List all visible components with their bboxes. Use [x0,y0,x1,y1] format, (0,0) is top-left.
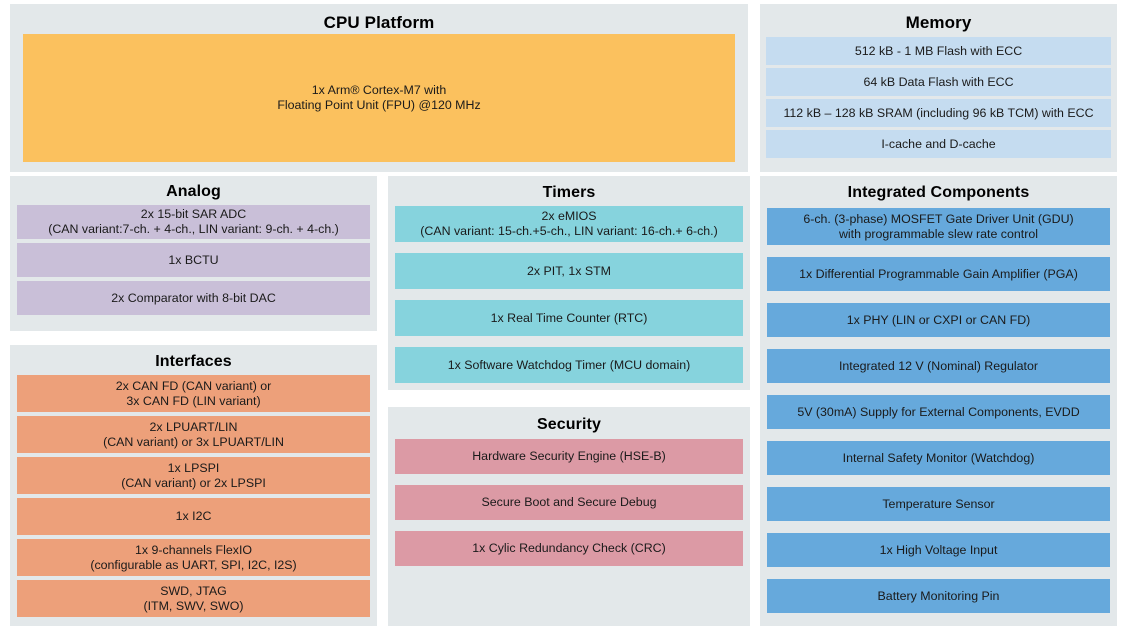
memory-row: 112 kB – 128 kB SRAM (including 96 kB TC… [766,99,1111,127]
panel-interfaces: Interfaces 2x CAN FD (CAN variant) or 3x… [10,345,377,626]
cpu-core-block: 1x Arm® Cortex-M7 with Floating Point Un… [23,34,735,162]
interfaces-row: 1x LPSPI (CAN variant) or 2x LPSPI [17,457,370,494]
timers-row: 1x Software Watchdog Timer (MCU domain) [395,347,743,383]
panel-title-cpu-platform: CPU Platform [323,13,435,32]
security-row: 1x Cylic Redundancy Check (CRC) [395,531,743,566]
analog-row: 2x 15-bit SAR ADC (CAN variant:7-ch. + 4… [17,205,370,239]
integrated-row: Battery Monitoring Pin [767,579,1110,613]
analog-row: 2x Comparator with 8-bit DAC [17,281,370,315]
security-row: Secure Boot and Secure Debug [395,485,743,520]
memory-row-list: 512 kB - 1 MB Flash with ECC 64 kB Data … [766,37,1111,161]
memory-row: I-cache and D-cache [766,130,1111,158]
memory-row: 512 kB - 1 MB Flash with ECC [766,37,1111,65]
panel-integrated-components: Integrated Components 6-ch. (3-phase) MO… [760,176,1117,626]
integrated-row: 1x Differential Programmable Gain Amplif… [767,257,1110,291]
timers-row: 1x Real Time Counter (RTC) [395,300,743,336]
panel-memory: Memory 512 kB - 1 MB Flash with ECC 64 k… [760,4,1117,172]
interfaces-row: 2x CAN FD (CAN variant) or 3x CAN FD (LI… [17,375,370,412]
integrated-row: 5V (30mA) Supply for External Components… [767,395,1110,429]
security-row: Hardware Security Engine (HSE-B) [395,439,743,474]
integrated-row: Temperature Sensor [767,487,1110,521]
memory-row: 64 kB Data Flash with ECC [766,68,1111,96]
panel-cpu-platform: CPU Platform 1x Arm® Cortex-M7 with Floa… [10,4,748,172]
interfaces-row: 1x I2C [17,498,370,535]
integrated-row: Integrated 12 V (Nominal) Regulator [767,349,1110,383]
panel-title-timers: Timers [542,184,596,201]
integrated-row: Internal Safety Monitor (Watchdog) [767,441,1110,475]
interfaces-row-list: 2x CAN FD (CAN variant) or 3x CAN FD (LI… [17,375,370,621]
panel-title-interfaces: Interfaces [155,353,232,370]
panel-analog: Analog 2x 15-bit SAR ADC (CAN variant:7-… [10,176,377,331]
panel-title-security: Security [537,416,601,433]
panel-title-integrated-components: Integrated Components [847,184,1030,201]
timers-row-list: 2x eMIOS (CAN variant: 15-ch.+5-ch., LIN… [395,206,743,394]
analog-row-list: 2x 15-bit SAR ADC (CAN variant:7-ch. + 4… [17,205,370,319]
integrated-row: 1x PHY (LIN or CXPI or CAN FD) [767,303,1110,337]
interfaces-row: SWD, JTAG (ITM, SWV, SWO) [17,580,370,617]
timers-row: 2x eMIOS (CAN variant: 15-ch.+5-ch., LIN… [395,206,743,242]
integrated-row-list: 6-ch. (3-phase) MOSFET Gate Driver Unit … [767,208,1110,625]
timers-row: 2x PIT, 1x STM [395,253,743,289]
security-row-list: Hardware Security Engine (HSE-B) Secure … [395,439,743,577]
panel-security: Security Hardware Security Engine (HSE-B… [388,407,750,626]
panel-title-analog: Analog [166,183,221,200]
panel-timers: Timers 2x eMIOS (CAN variant: 15-ch.+5-c… [388,176,750,390]
analog-row: 1x BCTU [17,243,370,277]
panel-title-memory: Memory [905,13,972,32]
interfaces-row: 1x 9-channels FlexIO (configurable as UA… [17,539,370,576]
integrated-row: 1x High Voltage Input [767,533,1110,567]
interfaces-row: 2x LPUART/LIN (CAN variant) or 3x LPUART… [17,416,370,453]
integrated-row: 6-ch. (3-phase) MOSFET Gate Driver Unit … [767,208,1110,245]
